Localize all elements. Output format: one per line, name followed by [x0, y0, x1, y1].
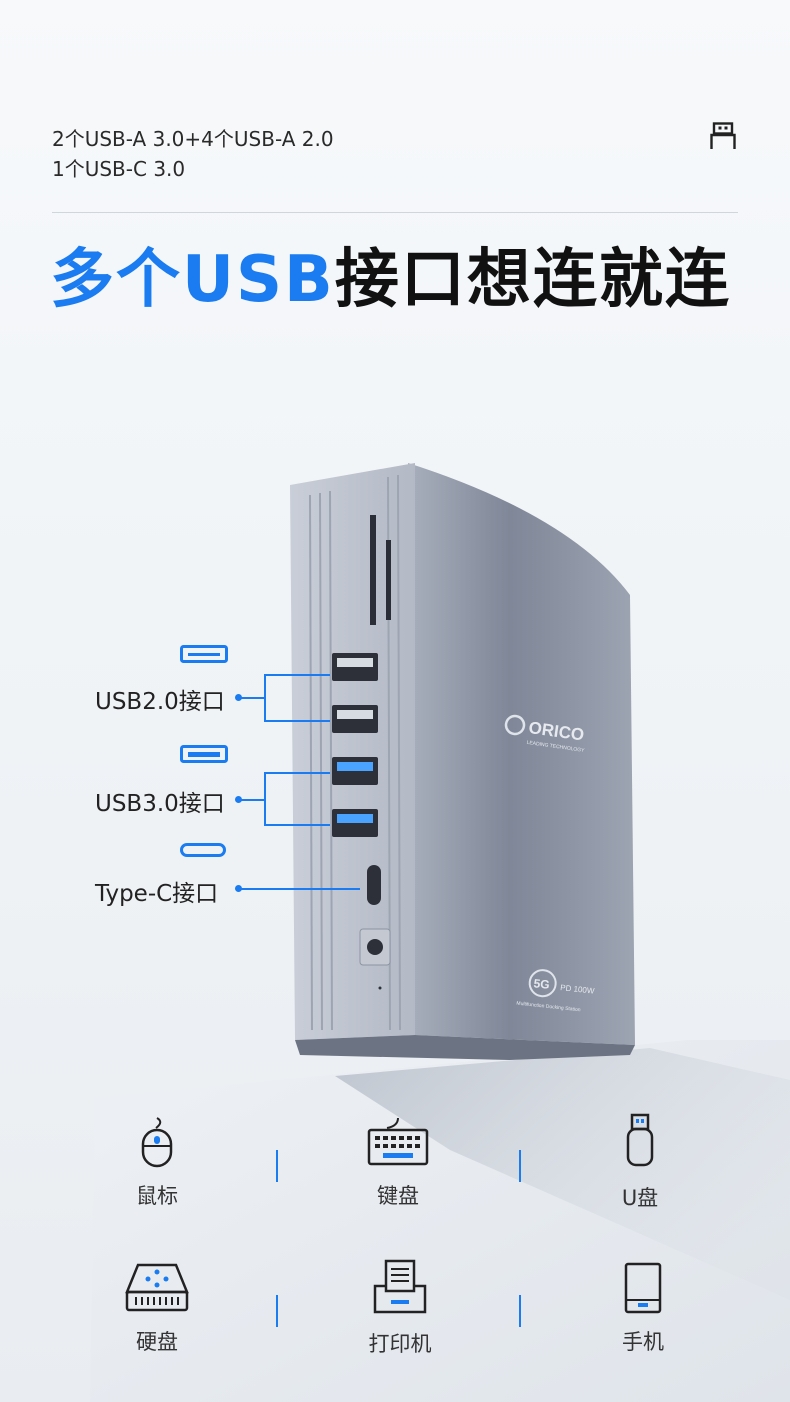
phone-icon [624, 1262, 662, 1314]
keyboard-icon [367, 1117, 429, 1166]
usb2-connector-line [240, 697, 264, 699]
type-c-connector-line [240, 888, 360, 890]
category-label: 打印机 [368, 1332, 432, 1356]
mouse-icon [141, 1117, 173, 1168]
usb3-connector-dot [235, 796, 242, 803]
spec-line-1: 2个USB-A 3.0+4个USB-A 2.0 [52, 127, 334, 151]
usb3-label: USB3.0接口 [95, 791, 225, 817]
usb2-bracket-top [264, 674, 330, 676]
separator [519, 1150, 521, 1182]
type-c-label: Type-C接口 [95, 881, 219, 907]
category-keyboard: 键盘 [328, 1116, 468, 1210]
separator [519, 1295, 521, 1327]
usb3-bracket-bottom [264, 824, 330, 826]
separator [276, 1295, 278, 1327]
usb-port-icon [180, 645, 228, 663]
usb-drive-icon [626, 1113, 654, 1167]
usb2-connector-dot [235, 694, 242, 701]
header-divider [52, 212, 738, 213]
type-c-port-icon [180, 843, 226, 857]
title-rest: 接口想连就连 [334, 243, 731, 317]
display-platform [90, 1040, 790, 1402]
usb3-port-icon [180, 745, 228, 763]
category-label: U盘 [621, 1186, 659, 1210]
category-label: 手机 [622, 1330, 664, 1354]
category-mouse: 鼠标 [87, 1116, 227, 1210]
category-label: 硬盘 [136, 1330, 178, 1354]
printer-icon [373, 1259, 427, 1314]
spec-line-2: 1个USB-C 3.0 [52, 157, 186, 181]
usb2-label: USB2.0接口 [95, 689, 225, 715]
category-usb-drive: U盘 [570, 1112, 710, 1212]
category-label: 鼠标 [136, 1184, 178, 1208]
type-c-connector-dot [235, 885, 242, 892]
category-hard-drive: 硬盘 [87, 1262, 227, 1356]
title-highlight: 多个USB [50, 243, 335, 317]
usb3-bracket [264, 772, 266, 826]
usb2-bracket-bottom [264, 720, 330, 722]
hard-drive-icon [125, 1263, 189, 1312]
category-label: 键盘 [377, 1184, 419, 1208]
page-title: 多个USB接口想连就连 [50, 228, 731, 320]
usb2-bracket [264, 674, 266, 722]
separator [276, 1150, 278, 1182]
category-phone: 手机 [573, 1262, 713, 1356]
badge-pd: PD 100W [560, 983, 595, 996]
usb3-bracket-top [264, 772, 330, 774]
usb-plug-icon [710, 122, 736, 149]
category-printer: 打印机 [330, 1258, 470, 1358]
docking-station-image: ORICO LEADING TECHNOLOGY 5G PD 100W Mult… [290, 463, 635, 1060]
spec-text: 2个USB-A 3.0+4个USB-A 2.0 1个USB-C 3.0 [52, 124, 334, 184]
usb3-connector-line [240, 799, 264, 801]
badge-5g: 5G [533, 976, 550, 992]
